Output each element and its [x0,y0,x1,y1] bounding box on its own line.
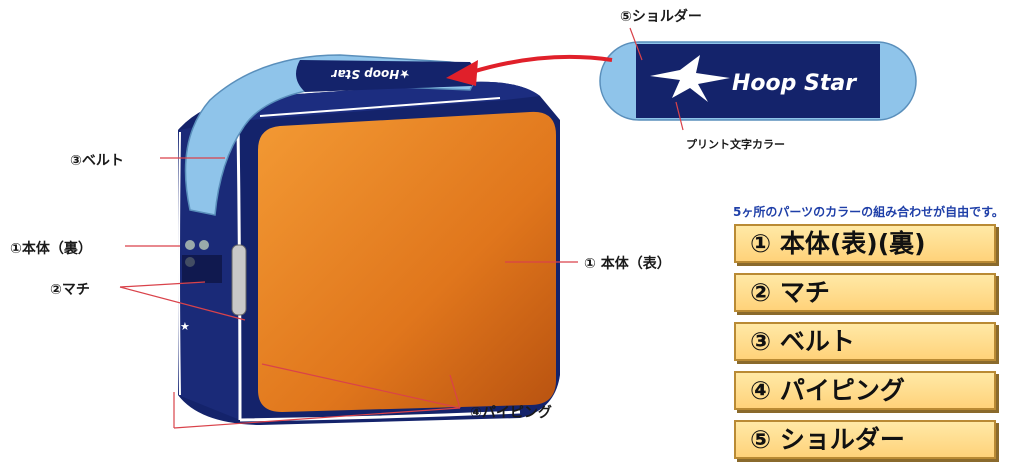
gusset-logo: ★ [180,320,190,333]
parts-intro: 5ヶ所のパーツのカラーの組み合わせが自由です。 [733,205,1004,219]
part-item-body: ① 本体(表)(裏) [734,224,996,263]
part-item-shoulder: ⑤ ショルダー [734,420,996,459]
bag-front-panel [258,111,556,412]
label-belt: ③ベルト [70,153,124,169]
zipper-pull [231,244,247,316]
label-gusset: ②マチ [50,282,90,298]
leader-lines [119,27,684,429]
strap-pad-logo: ★Hoop Star [330,67,410,81]
pointer-arrow [471,54,613,74]
part-item-gusset: ② マチ [734,273,996,312]
label-piping: ④パイピング [470,405,552,421]
label-print-color: プリント文字カラー [686,138,785,151]
bag-top [240,81,540,120]
hoopstar-logo: Hoop Star [732,71,857,96]
star-logo-icon [650,55,730,102]
label-shoulder: ⑤ショルダー [620,9,702,25]
label-body-front: ① 本体（表） [584,256,671,272]
label-body-back: ①本体（裏） [10,241,92,257]
part-item-belt: ③ ベルト [734,322,996,361]
strap-pad [296,60,475,92]
part-item-piping: ④ パイピング [734,371,996,410]
